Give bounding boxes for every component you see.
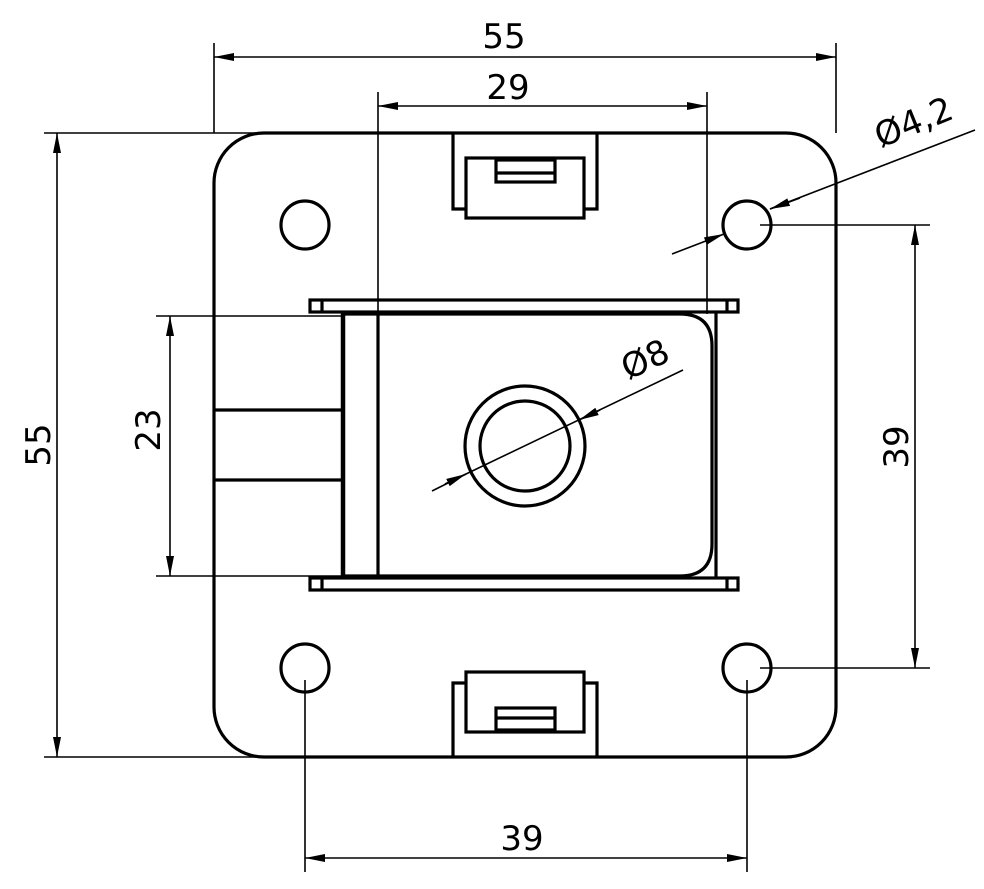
dim-hole-spacing-horizontal: 39 — [304, 680, 748, 872]
mounting-plate — [212, 131, 838, 759]
dim-label-hole-spacing-vertical: 39 — [877, 425, 917, 468]
solenoid-body — [214, 298, 740, 592]
dim-overall-height: 55 — [19, 132, 260, 758]
dim-label-mount-hole-diameter: Ø4,2 — [869, 89, 959, 156]
dim-label-coil-width: 29 — [486, 68, 529, 108]
dim-label-coil-height: 23 — [129, 408, 169, 451]
dim-label-plunger-diameter: Ø8 — [615, 332, 676, 389]
dim-coil-width: 29 — [377, 68, 708, 314]
dim-label-hole-spacing-horizontal: 39 — [500, 819, 543, 859]
hole-top-left — [279, 199, 331, 251]
dim-mount-hole-diameter: Ø4,2 — [671, 89, 976, 255]
dim-overall-width: 55 — [213, 17, 837, 133]
top-clip — [451, 133, 599, 220]
dim-coil-height: 23 — [129, 315, 343, 577]
dim-hole-spacing-vertical: 39 — [760, 224, 930, 669]
plunger — [463, 384, 587, 508]
bottom-clip — [451, 670, 599, 757]
dim-label-overall-width: 55 — [482, 17, 525, 57]
mounting-holes — [279, 199, 773, 694]
dim-label-overall-height: 55 — [19, 423, 59, 466]
